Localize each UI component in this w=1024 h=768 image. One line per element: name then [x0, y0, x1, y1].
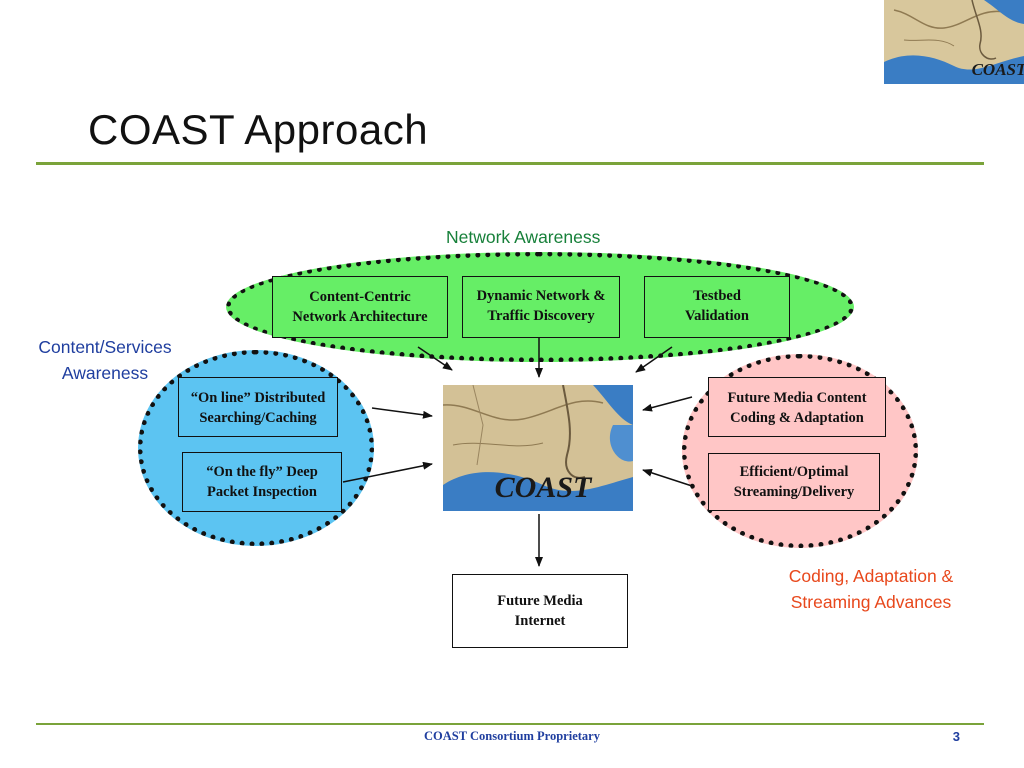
- arrow-content-top: [371, 407, 433, 419]
- online-distributed-searching-box: “On line” Distributed Searching/Caching: [178, 377, 338, 437]
- coding-advances-label: Coding, Adaptation & Streaming Advances: [788, 566, 954, 612]
- title-divider: [36, 162, 984, 165]
- dynamic-network-discovery-box: Dynamic Network & Traffic Discovery: [462, 276, 620, 338]
- media-content-coding-box: Future Media Content Coding & Adaptation: [708, 377, 886, 437]
- coast-logo-small: COAST: [884, 0, 1024, 84]
- arrow-coding-top: [642, 396, 693, 412]
- testbed-validation-box: Testbed Validation: [644, 276, 790, 338]
- logo-small-text: COAST: [972, 60, 1024, 79]
- footer-divider: [36, 723, 984, 725]
- deep-packet-inspection-box: “On the fly” Deep Packet Inspection: [182, 452, 342, 512]
- slide-title: COAST Approach: [88, 106, 429, 153]
- content-awareness-label: Content/Services Awareness: [38, 337, 172, 383]
- logo-center-text: COAST: [495, 471, 593, 504]
- network-awareness-label: Network Awareness: [446, 227, 601, 247]
- future-media-internet-box: Future Media Internet: [452, 574, 628, 648]
- streaming-delivery-box: Efficient/Optimal Streaming/Delivery: [708, 453, 880, 511]
- coast-logo-center: COAST: [443, 385, 633, 511]
- footer-text: COAST Consortium Proprietary: [424, 729, 600, 743]
- content-centric-network-box: Content-Centric Network Architecture: [272, 276, 448, 338]
- page-number: 3: [952, 729, 960, 744]
